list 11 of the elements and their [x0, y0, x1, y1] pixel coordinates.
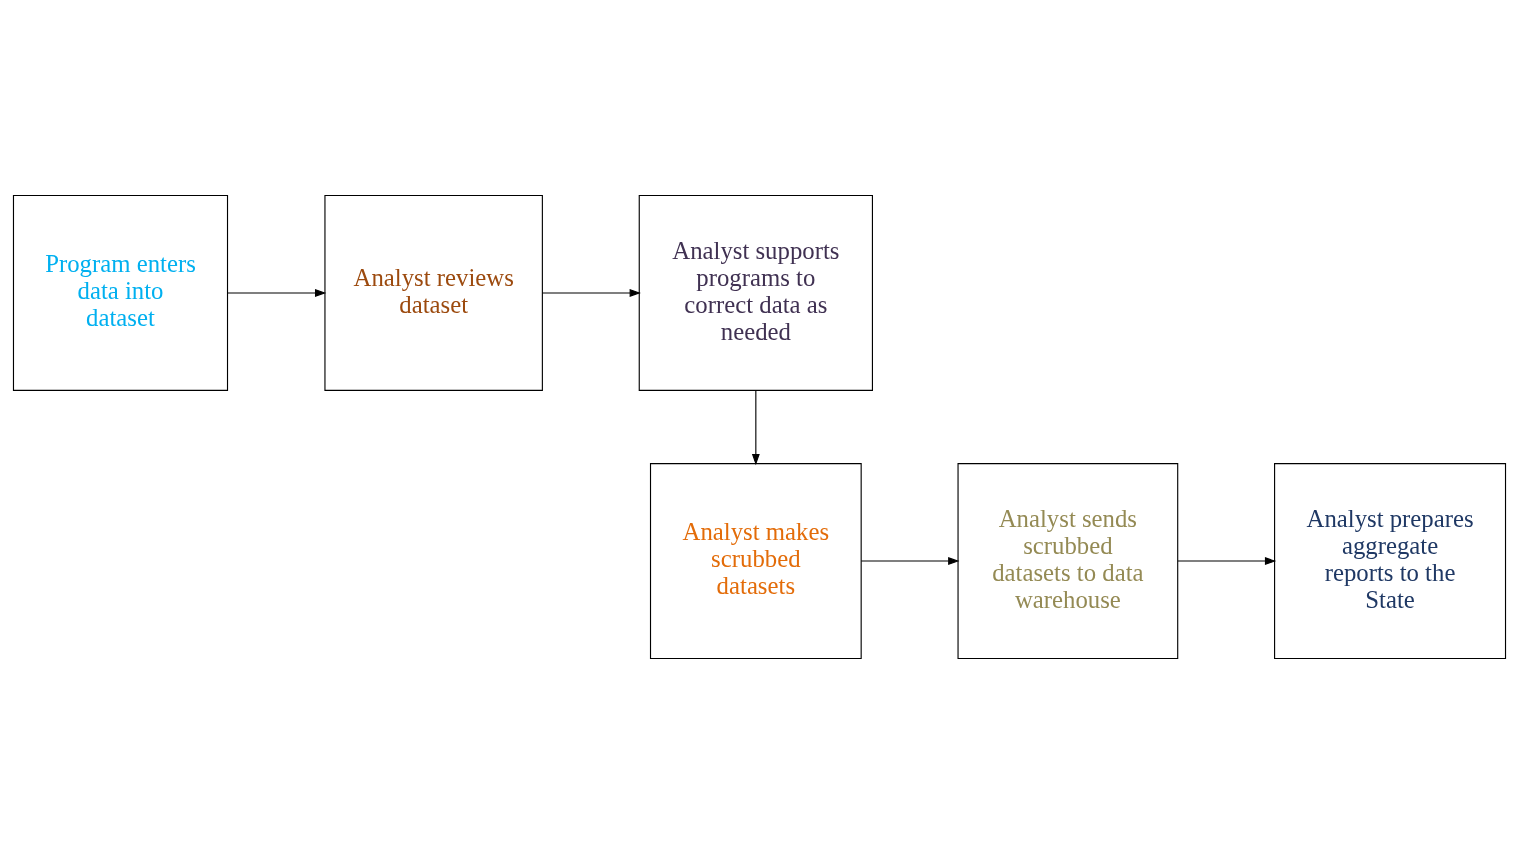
node-box: Analyst reviews dataset	[324, 194, 543, 391]
node-box: Program enters data into dataset	[12, 194, 229, 391]
arrow	[1177, 556, 1277, 565]
arrow	[860, 556, 960, 565]
arrow	[541, 288, 641, 297]
arrow	[226, 288, 327, 297]
arrow	[751, 389, 760, 465]
node-box: Analyst makes scrubbed datasets	[649, 462, 862, 659]
node-box: Analyst sends scrubbed datasets to data warehouse	[957, 462, 1179, 659]
node-box: Analyst prepares aggregate reports to the State	[1274, 462, 1507, 659]
node-box: Analyst supports programs to correct data as needed	[638, 194, 873, 391]
